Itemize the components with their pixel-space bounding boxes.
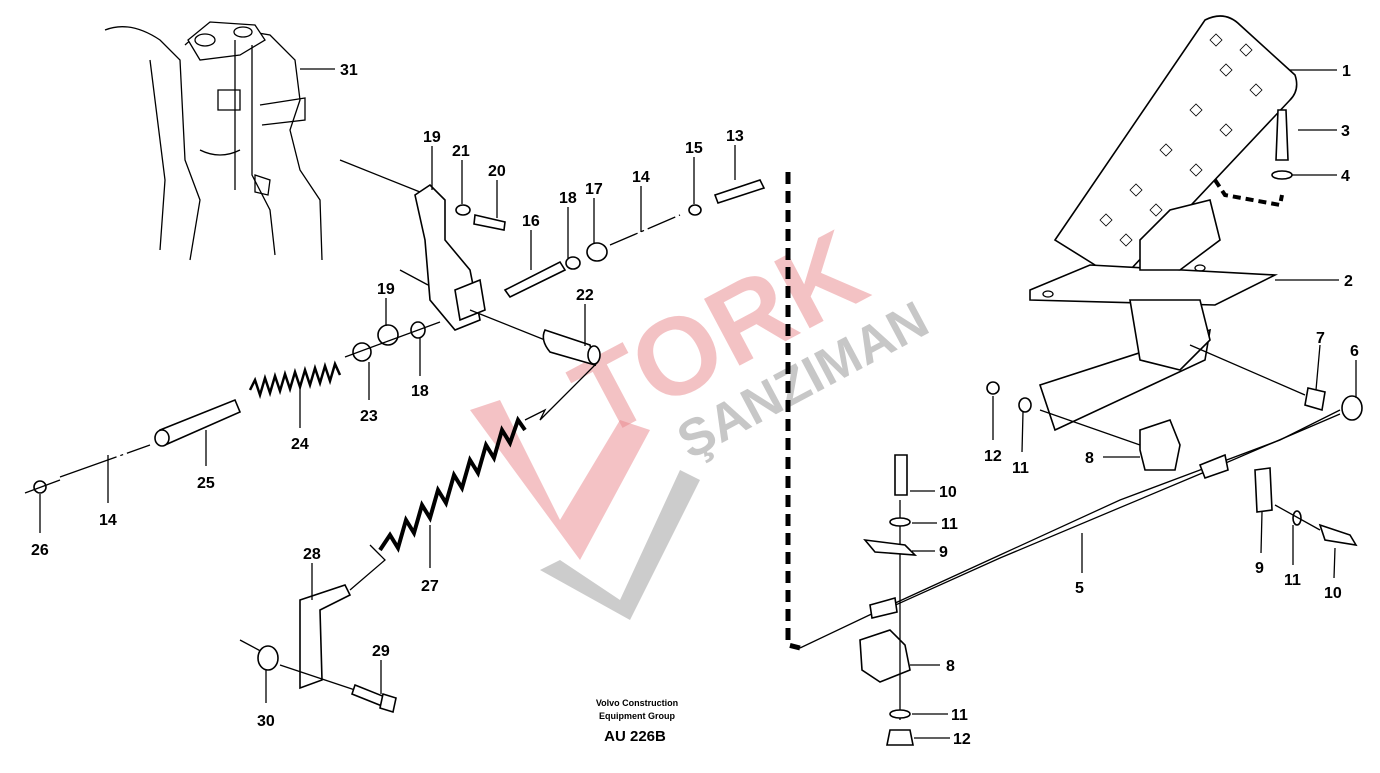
callout: 14 (632, 169, 650, 186)
callout: 23 (360, 408, 378, 425)
dashed-connection (1213, 178, 1284, 208)
callout: 1 (1342, 63, 1351, 80)
callout: 18 (559, 190, 577, 207)
callout: 14 (99, 512, 117, 529)
callout: 12 (953, 731, 971, 748)
callout: 10 (1324, 585, 1342, 602)
callout: 6 (1350, 343, 1359, 360)
callout: 13 (726, 128, 744, 145)
callout: 12 (984, 448, 1002, 465)
accelerator-pedal (1029, 15, 1298, 432)
callout: 9 (939, 544, 948, 561)
callout: 16 (522, 213, 540, 230)
callout: 27 (421, 578, 439, 595)
callout: 7 (1316, 330, 1325, 347)
callout: 19 (377, 281, 395, 298)
callout: 28 (303, 546, 321, 563)
callout: 11 (1012, 460, 1029, 477)
callout: 20 (488, 163, 506, 180)
callout: 11 (941, 516, 958, 533)
callout: 9 (1255, 560, 1264, 577)
callout: 15 (685, 140, 703, 157)
pump-housing (104, 21, 323, 261)
washer (1271, 170, 1293, 180)
caption-group: Equipment Group (599, 711, 675, 721)
callout: 10 (939, 484, 957, 501)
caption-company: Volvo Construction (596, 698, 678, 708)
leader-line (1260, 511, 1263, 554)
lever-assembly (24, 159, 766, 714)
callout: 2 (1344, 273, 1353, 290)
callout: 22 (576, 287, 594, 304)
callout: 11 (1284, 572, 1301, 589)
callout: 21 (452, 143, 470, 160)
leader-line (1315, 344, 1321, 391)
callout: 4 (1341, 168, 1350, 185)
leader-line (1021, 411, 1024, 453)
callout: 17 (585, 181, 603, 198)
callout: 25 (197, 475, 215, 492)
cable-assembly (799, 344, 1363, 746)
watermark-logo: TORK ŞANZIMAN (470, 207, 938, 620)
callout: 18 (411, 383, 429, 400)
callout: 11 (951, 707, 968, 724)
bolt (1275, 109, 1289, 161)
diagram-code: AU 226B (604, 728, 666, 745)
callout: 5 (1075, 580, 1084, 597)
leader-lines (39, 68, 1357, 739)
callout: 24 (291, 436, 309, 453)
callout: 19 (423, 129, 441, 146)
callout: 3 (1341, 123, 1350, 140)
dashed-boundary (785, 172, 801, 651)
callout: 30 (257, 713, 275, 730)
callout: 31 (340, 62, 358, 79)
callout: 29 (372, 643, 390, 660)
leader-line (1333, 547, 1336, 579)
callout: 8 (1085, 450, 1094, 467)
callout: 26 (31, 542, 49, 559)
callout: 8 (946, 658, 955, 675)
